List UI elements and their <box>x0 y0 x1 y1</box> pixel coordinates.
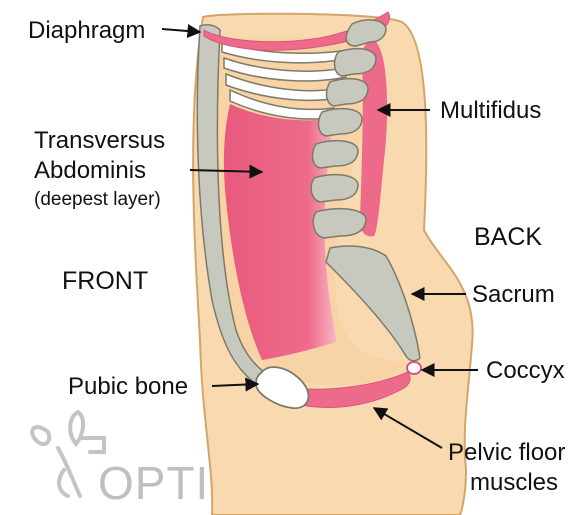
label-sacrum: Sacrum <box>472 281 555 308</box>
label-transversus-line2: Abdominis <box>34 157 146 184</box>
label-back: BACK <box>474 223 542 251</box>
coccyx-bone <box>406 361 422 375</box>
label-pubic-bone: Pubic bone <box>68 373 188 400</box>
diaphragm-muscle <box>203 11 391 51</box>
label-multifidus: Multifidus <box>440 97 541 124</box>
pelvic-floor-muscle <box>289 371 411 408</box>
label-diaphragm: Diaphragm <box>28 17 145 44</box>
front-wall-layer <box>196 24 276 389</box>
arrow-transversus <box>189 164 264 179</box>
label-transversus-line1: Transversus <box>34 127 165 154</box>
label-pelvic-floor-line2: muscles <box>470 469 558 496</box>
spine-vertebrae <box>310 19 387 239</box>
label-transversus-note: (deepest layer) <box>34 189 161 210</box>
arrow-diaphragm <box>161 24 202 38</box>
arrow-pelvic-floor <box>372 407 443 449</box>
arrow-pubic-bone <box>211 377 260 392</box>
sacrum-bone <box>325 245 421 362</box>
label-pelvic-floor-line1: Pelvic floor <box>448 439 565 466</box>
label-front: FRONT <box>62 267 148 295</box>
label-arrows <box>161 24 478 449</box>
logo-mark-icon <box>30 409 106 498</box>
label-coccyx: Coccyx <box>486 357 565 384</box>
